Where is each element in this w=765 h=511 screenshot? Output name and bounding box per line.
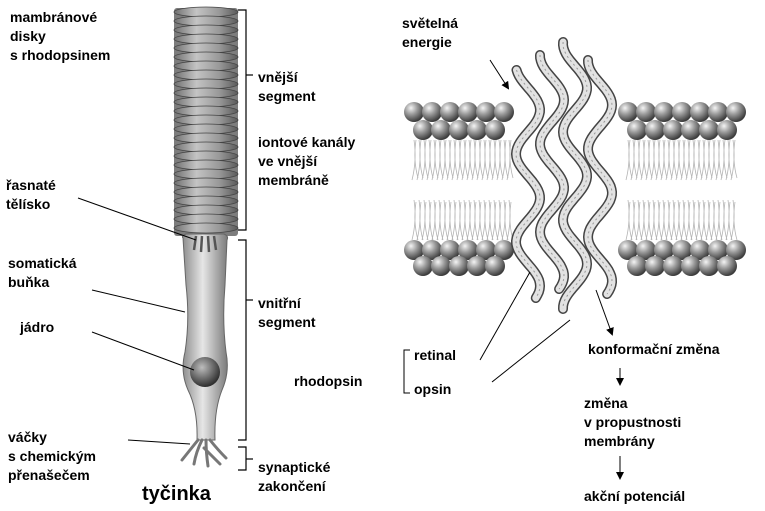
label-vesicles: váčky s chemickým přenašečem bbox=[8, 428, 96, 485]
inner-segment-bracket bbox=[238, 240, 246, 440]
synaptic-bracket bbox=[238, 447, 246, 470]
lipid-head bbox=[627, 256, 647, 276]
label-action-potential: akční potenciál bbox=[584, 487, 685, 506]
lipid-head bbox=[618, 102, 638, 122]
lipid-head bbox=[422, 102, 442, 122]
label-nucleus: jádro bbox=[20, 318, 54, 337]
lipid-head bbox=[708, 102, 728, 122]
lipid-head bbox=[672, 102, 692, 122]
membrane-disc bbox=[174, 97, 238, 107]
label-outer-segment: vnější segment bbox=[258, 68, 316, 106]
lipid-head bbox=[636, 102, 656, 122]
outer-segment-bracket bbox=[238, 10, 246, 230]
lipid-head bbox=[717, 120, 737, 140]
membrane-disc bbox=[174, 79, 238, 89]
membrane-disc bbox=[174, 214, 238, 224]
membrane-disc bbox=[174, 124, 238, 134]
membrane-disc bbox=[174, 88, 238, 98]
membrane-disc bbox=[174, 106, 238, 116]
lipid-head bbox=[467, 120, 487, 140]
rod-cell bbox=[174, 7, 238, 466]
membrane-disc bbox=[174, 142, 238, 152]
lipid-head bbox=[645, 256, 665, 276]
membrane-section bbox=[404, 42, 746, 309]
label-membrane-discs: mambránové disky s rhodopsinem bbox=[10, 8, 110, 65]
lipid-head bbox=[431, 256, 451, 276]
membrane-disc bbox=[174, 43, 238, 53]
bracket-rhodopsin bbox=[404, 350, 410, 393]
nucleus bbox=[190, 357, 220, 387]
membrane-disc bbox=[174, 151, 238, 161]
lipid-head bbox=[699, 120, 719, 140]
label-opsin: opsin bbox=[414, 380, 451, 399]
lipid-head bbox=[485, 120, 505, 140]
membrane-disc bbox=[174, 178, 238, 188]
segment-brackets bbox=[238, 10, 253, 470]
lipid-bilayer bbox=[404, 102, 746, 276]
membrane-disc bbox=[174, 61, 238, 71]
label-light-energy: světelná energie bbox=[402, 14, 458, 52]
lipid-head bbox=[627, 120, 647, 140]
lipid-head bbox=[663, 120, 683, 140]
membrane-disc bbox=[174, 196, 238, 206]
lipid-head bbox=[449, 120, 469, 140]
lipid-head bbox=[467, 256, 487, 276]
lipid-head bbox=[717, 256, 737, 276]
membrane-disc bbox=[174, 205, 238, 215]
label-synaptic: synaptické zakončení bbox=[258, 458, 330, 496]
label-ion-channels: iontové kanály ve vnější membráně bbox=[258, 133, 355, 190]
lipid-head bbox=[654, 102, 674, 122]
membrane-disc bbox=[174, 223, 238, 233]
rhodopsin-helices bbox=[516, 42, 612, 309]
lipid-head bbox=[404, 102, 424, 122]
membrane-disc bbox=[174, 52, 238, 62]
membrane-discs bbox=[174, 7, 238, 236]
lipid-head bbox=[413, 120, 433, 140]
membrane-disc bbox=[174, 160, 238, 170]
inner-segment-body bbox=[182, 234, 227, 440]
lipid-head bbox=[699, 256, 719, 276]
membrane-disc bbox=[174, 133, 238, 143]
label-retinal: retinal bbox=[414, 346, 456, 365]
membrane-disc bbox=[174, 187, 238, 197]
lipid-head bbox=[431, 120, 451, 140]
lipid-head bbox=[494, 102, 514, 122]
membrane-disc bbox=[174, 25, 238, 35]
label-conformation-change: konformační změna bbox=[588, 340, 719, 359]
label-soma: somatická buňka bbox=[8, 254, 76, 292]
lipid-head bbox=[663, 256, 683, 276]
lipid-head bbox=[690, 102, 710, 122]
label-ciliary-body: řasnaté tělísko bbox=[6, 176, 56, 214]
lipid-head bbox=[458, 102, 478, 122]
membrane-disc bbox=[174, 16, 238, 26]
membrane-disc bbox=[174, 70, 238, 80]
rod-title: tyčinka bbox=[142, 482, 211, 506]
membrane-disc bbox=[174, 169, 238, 179]
lipid-head bbox=[681, 256, 701, 276]
lipid-head bbox=[440, 102, 460, 122]
membrane-disc bbox=[174, 34, 238, 44]
lipid-head bbox=[726, 102, 746, 122]
label-rhodopsin: rhodopsin bbox=[294, 372, 362, 391]
lipid-head bbox=[449, 256, 469, 276]
lipid-head bbox=[645, 120, 665, 140]
lipid-head bbox=[681, 120, 701, 140]
label-inner-segment: vnitřní segment bbox=[258, 294, 316, 332]
lipid-head bbox=[476, 102, 496, 122]
membrane-disc bbox=[174, 115, 238, 125]
lipid-head bbox=[485, 256, 505, 276]
label-permeability-change: změna v propustnosti membrány bbox=[584, 394, 681, 451]
lipid-head bbox=[413, 256, 433, 276]
light-arrow bbox=[490, 60, 508, 88]
membrane-disc bbox=[174, 7, 238, 17]
